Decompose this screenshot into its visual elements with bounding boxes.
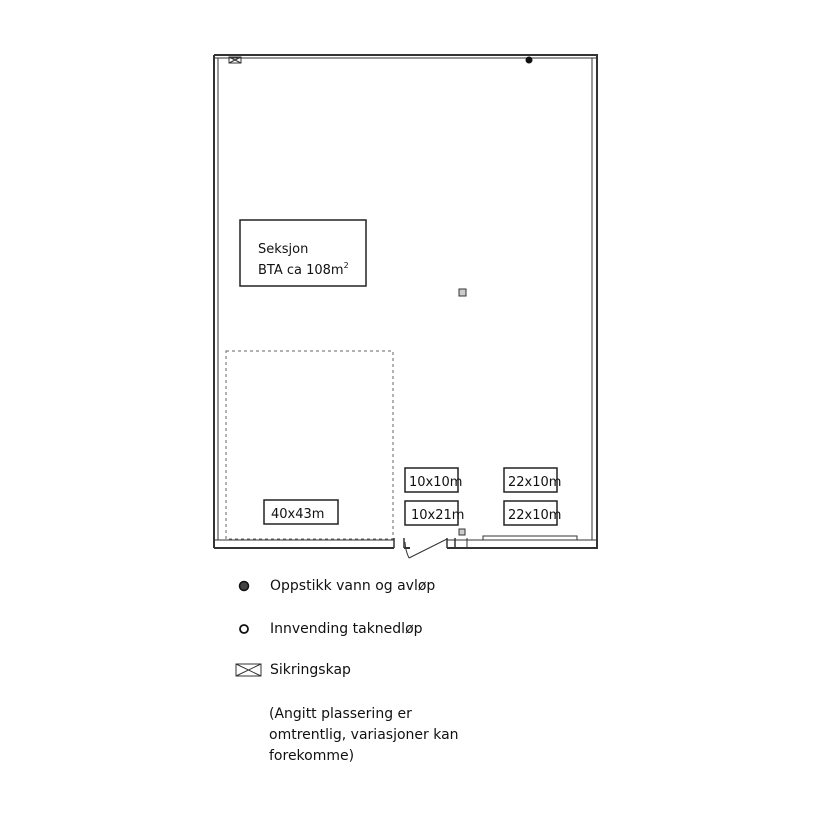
- column-marker-bottom: [458, 528, 466, 536]
- door-label-box-c: [404, 500, 459, 526]
- water-drain-marker: [525, 56, 533, 64]
- door-label-d: 22x10m: [508, 475, 561, 490]
- door-label-box-a: [263, 499, 339, 525]
- legend-open-circle-icon: [239, 624, 249, 634]
- door-label-b: 10x10m: [409, 475, 462, 490]
- door-label-box-e: [503, 500, 558, 526]
- door-label-e: 22x10m: [508, 508, 561, 523]
- door-label-c: 10x21m: [411, 508, 464, 523]
- walls: [213, 54, 598, 549]
- note-line-1: (Angitt plassering er: [269, 706, 412, 722]
- section-label-box: [239, 219, 367, 287]
- door-label-box-d: [503, 467, 558, 493]
- placement-note: (Angitt plassering er omtrentlig, varias…: [269, 704, 459, 767]
- note-line-3: forekomme): [269, 748, 355, 764]
- entrance-door: [404, 538, 448, 559]
- door-label-box-b: [404, 467, 459, 493]
- note-line-2: omtrentlig, variasjoner kan: [269, 727, 459, 743]
- fuse-box-marker: [228, 56, 242, 64]
- legend-filled-circle-icon: [238, 580, 250, 592]
- column-marker: [458, 288, 467, 297]
- dashed-zone: [225, 350, 394, 540]
- legend-fuse-box-icon: [235, 663, 262, 677]
- section-area: BTA ca 108m2: [258, 261, 349, 278]
- door-label-a: 40x43m: [271, 507, 324, 522]
- section-name: Seksjon: [258, 242, 308, 257]
